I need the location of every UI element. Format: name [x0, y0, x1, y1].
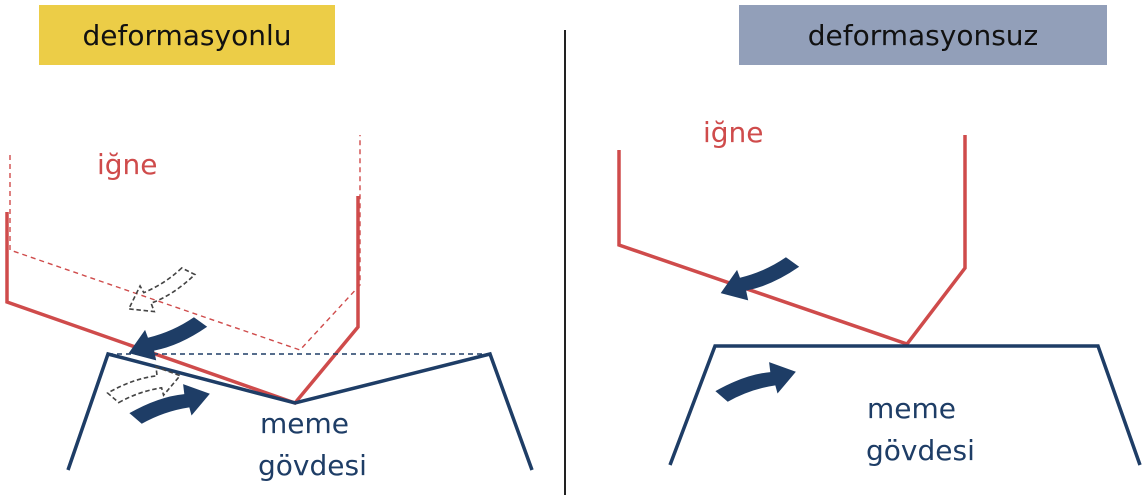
- deformed-title: deformasyonlu: [82, 18, 292, 52]
- right-body-label-line2: gövdesi: [866, 434, 975, 467]
- curved-arrow-icon: [713, 341, 796, 424]
- undeformed-title: deformasyonsuz: [807, 18, 1039, 52]
- right-needle-label: iğne: [703, 116, 764, 149]
- left-needle-label: iğne: [97, 148, 158, 181]
- dashed-curved-arrow-icon: [127, 256, 197, 325]
- curved-arrow-icon: [720, 238, 801, 319]
- left-body-label-line1: meme: [260, 407, 349, 440]
- deformed-title-badge: deformasyonlu: [39, 5, 335, 65]
- right-needle-outline: [617, 135, 967, 347]
- undeformed-title-badge: deformasyonsuz: [739, 5, 1107, 65]
- left-breast-body-outline: [66, 351, 534, 471]
- right-body-label-line1: meme: [867, 392, 956, 425]
- left-reference-needle-dashed: [9, 135, 361, 351]
- left-body-label-line2: gövdesi: [258, 449, 367, 482]
- right-breast-body-outline: [668, 344, 1142, 466]
